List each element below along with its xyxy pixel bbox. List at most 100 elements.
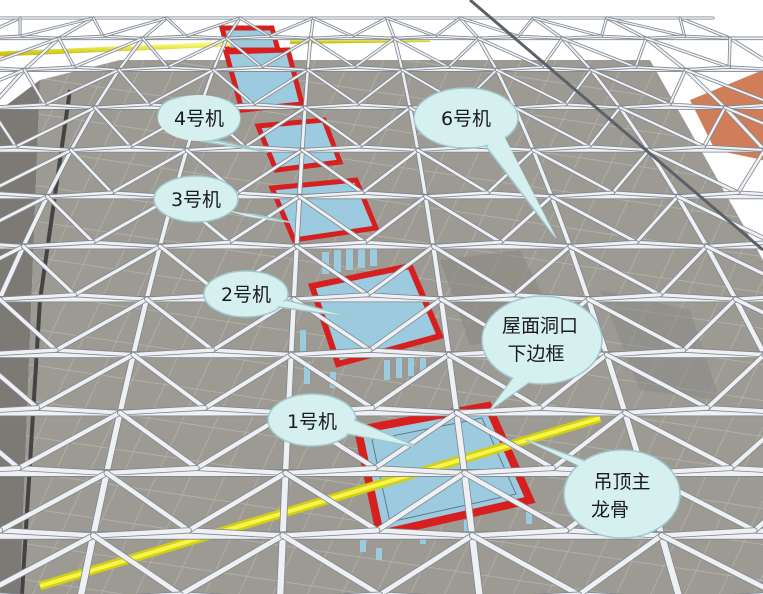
truss-web [43,68,120,106]
truss-web [212,68,255,106]
truss-chord [58,17,95,40]
truss-web [360,148,420,194]
truss-chord [416,148,428,199]
truss-web [434,35,480,40]
truss-web [586,297,686,352]
truss-web [19,17,95,37]
truss-web [14,106,97,148]
truss-chord [532,17,564,40]
truss-chord [561,37,593,71]
opening-fingers [300,244,426,388]
truss-chord [45,148,73,199]
truss-web [303,106,361,148]
truss-web [252,103,306,109]
truss-web [588,106,622,148]
truss-web [705,406,763,413]
truss-web [634,66,687,71]
truss-web [393,37,450,68]
truss-web [0,148,73,188]
truss-web [306,68,359,106]
truss-chord [400,68,412,109]
truss-web [659,533,763,590]
truss-web [736,149,763,194]
truss-web [297,195,367,244]
truss-web [295,240,367,248]
truss-web [634,37,647,68]
truss-web [54,297,149,352]
truss-web [634,240,709,248]
truss-web [702,106,727,148]
truss-web [141,37,169,68]
truss-web [0,37,60,61]
truss-web [0,145,17,149]
truss-chord [495,68,517,109]
truss-chord [297,148,304,199]
truss-web [0,449,21,471]
truss-web [14,145,73,152]
truss-web [309,37,356,68]
truss-web [243,106,307,148]
truss-chord [618,106,651,152]
truss-web [724,104,763,109]
truss-web [705,241,763,248]
truss-web [166,37,228,68]
truss-chord [446,352,460,416]
truss-chord [141,17,168,40]
truss-web [370,352,451,410]
truss-web [462,470,569,533]
truss-web [102,35,144,40]
truss-web [619,103,671,109]
callout-unit-3: 3号机 [153,175,296,224]
truss-chord [78,532,97,594]
truss-web [681,297,738,352]
truss-web [0,348,58,356]
truss-chord [728,37,763,61]
truss-web [434,17,461,37]
truss-web [0,243,25,248]
truss-web [537,352,609,410]
truss-web [375,470,467,533]
truss-web [35,406,122,415]
truss-web [292,293,369,301]
truss-web [117,410,199,471]
truss-chord [675,194,709,249]
callout-unit-1: 1号机 [267,393,421,449]
truss-web [658,293,738,301]
truss-chord [279,470,289,539]
truss-web [16,466,109,476]
truss-web [90,533,183,594]
truss-web [600,35,647,40]
truss-web [723,106,763,125]
truss-web [306,66,356,71]
truss-web [358,145,419,152]
truss-web [353,66,404,71]
truss-web [537,406,627,415]
truss-chord [117,352,136,416]
truss-web [202,352,294,410]
truss-web [353,37,396,68]
truss-web [634,195,680,244]
truss-web [92,17,104,37]
truss-web [454,410,555,471]
truss-web [45,191,114,198]
truss-web [93,106,132,148]
truss-web [94,103,150,109]
truss-web [499,195,554,244]
truss-chord [423,194,436,249]
truss-web [377,533,475,594]
truss-web [16,410,123,471]
truss-web [728,37,731,68]
truss-web [668,68,687,106]
truss-web [486,191,553,198]
truss-web [102,17,168,37]
truss-chord [117,37,144,71]
callout-unit-6: 6号机 [413,87,557,239]
truss-chord [679,17,731,40]
truss-web [623,406,710,415]
truss-web [368,297,443,352]
truss-web [659,528,757,538]
label-unit-1: 1号机 [287,411,337,433]
truss-web [532,17,603,37]
truss-web [647,148,740,194]
